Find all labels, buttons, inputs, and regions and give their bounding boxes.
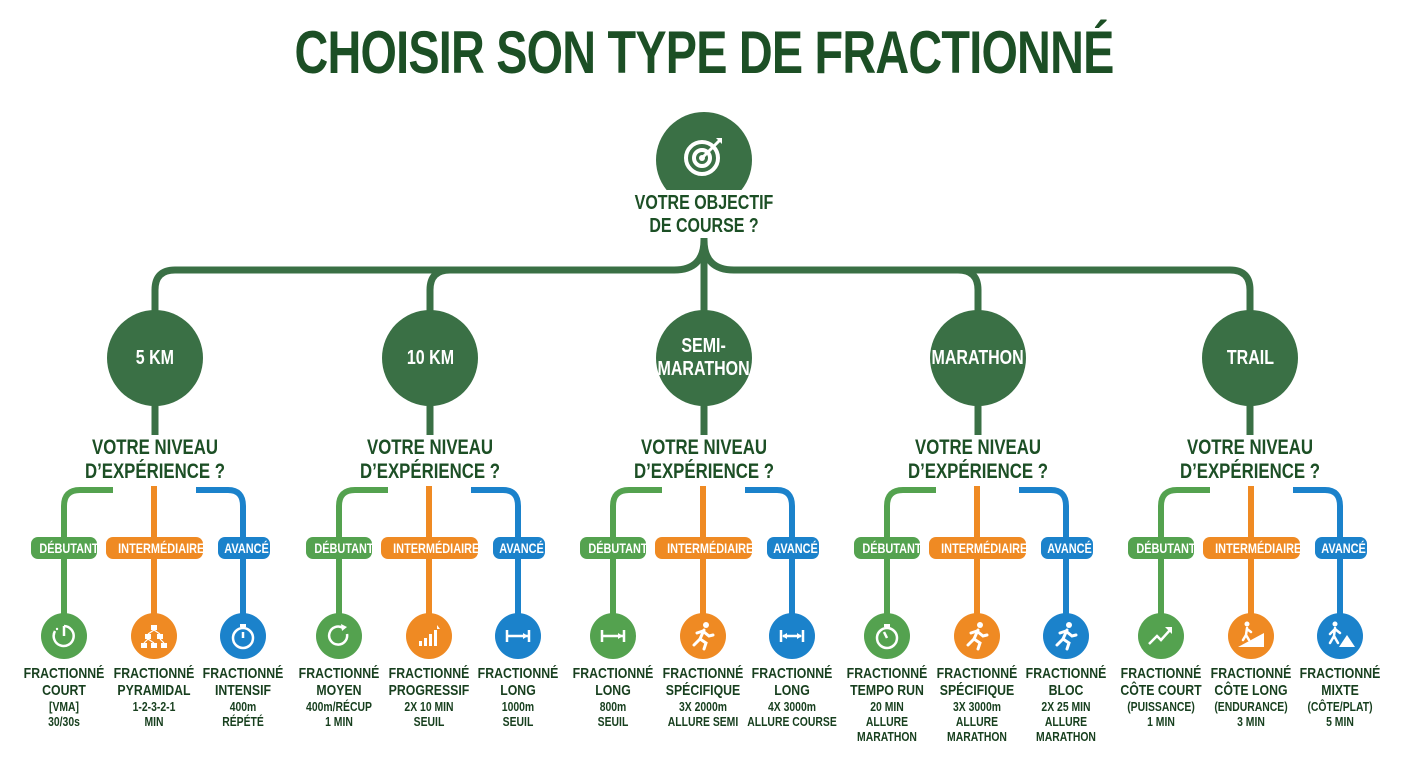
runner-icon: [680, 613, 726, 659]
goal-node-10km[interactable]: 10 KM: [382, 310, 478, 406]
level-pill-debutant[interactable]: DÉBUTANT: [31, 537, 99, 559]
root-question: VOTRE OBJECTIF DE COURSE ?: [608, 190, 800, 238]
goal-node-trail[interactable]: TRAIL: [1202, 310, 1298, 406]
level-pill-avance[interactable]: AVANCÉ: [767, 537, 819, 559]
runner-icon: [954, 613, 1000, 659]
stopwatch-icon: [864, 613, 910, 659]
goal-label: MARATHON: [931, 346, 1025, 369]
timer-icon: [41, 613, 87, 659]
level-pill-intermediaire[interactable]: INTERMÉDIAIRE: [655, 537, 753, 559]
hiker-mountain-icon: [1317, 613, 1363, 659]
level-pill-intermediaire[interactable]: INTERMÉDIAIRE: [381, 537, 479, 559]
goal-node-semi-marathon[interactable]: SEMI- MARATHON: [656, 310, 752, 406]
level-pill-intermediaire[interactable]: INTERMÉDIAIRE: [1203, 537, 1301, 559]
distance-arrow-icon: [590, 613, 636, 659]
target-icon: [684, 138, 722, 176]
level-pill-debutant[interactable]: DÉBUTANT: [1128, 537, 1196, 559]
goal-label: SEMI- MARATHON: [657, 335, 751, 380]
goal-node-5km[interactable]: 5 KM: [107, 310, 203, 406]
stopwatch-icon: [220, 613, 266, 659]
level-pill-debutant[interactable]: DÉBUTANT: [306, 537, 374, 559]
goal-label: TRAIL: [1226, 346, 1274, 369]
distance-arrow-icon: [495, 613, 541, 659]
goal-label: 5 KM: [135, 346, 175, 369]
page-title: CHOISIR SON TYPE DE FRACTIONNÉ: [294, 19, 1114, 86]
level-pill-avance[interactable]: AVANCÉ: [1315, 537, 1367, 559]
level-pill-intermediaire[interactable]: INTERMÉDIAIRE: [106, 537, 204, 559]
double-arrow-icon: [769, 613, 815, 659]
pyramid-hierarchy-icon: [131, 613, 177, 659]
level-pill-avance[interactable]: AVANCÉ: [493, 537, 545, 559]
level-pill-avance[interactable]: AVANCÉ: [218, 537, 270, 559]
goal-node-marathon[interactable]: MARATHON: [930, 310, 1026, 406]
progress-bars-icon: [406, 613, 452, 659]
goal-label: 10 KM: [406, 346, 454, 369]
level-pill-intermediaire[interactable]: INTERMÉDIAIRE: [929, 537, 1027, 559]
level-pill-avance[interactable]: AVANCÉ: [1041, 537, 1093, 559]
trend-up-icon: [1138, 613, 1184, 659]
refresh-cycle-icon: [316, 613, 362, 659]
level-pill-debutant[interactable]: DÉBUTANT: [854, 537, 922, 559]
level-pill-debutant[interactable]: DÉBUTANT: [580, 537, 648, 559]
runner-icon: [1043, 613, 1089, 659]
hiker-slope-icon: [1228, 613, 1274, 659]
